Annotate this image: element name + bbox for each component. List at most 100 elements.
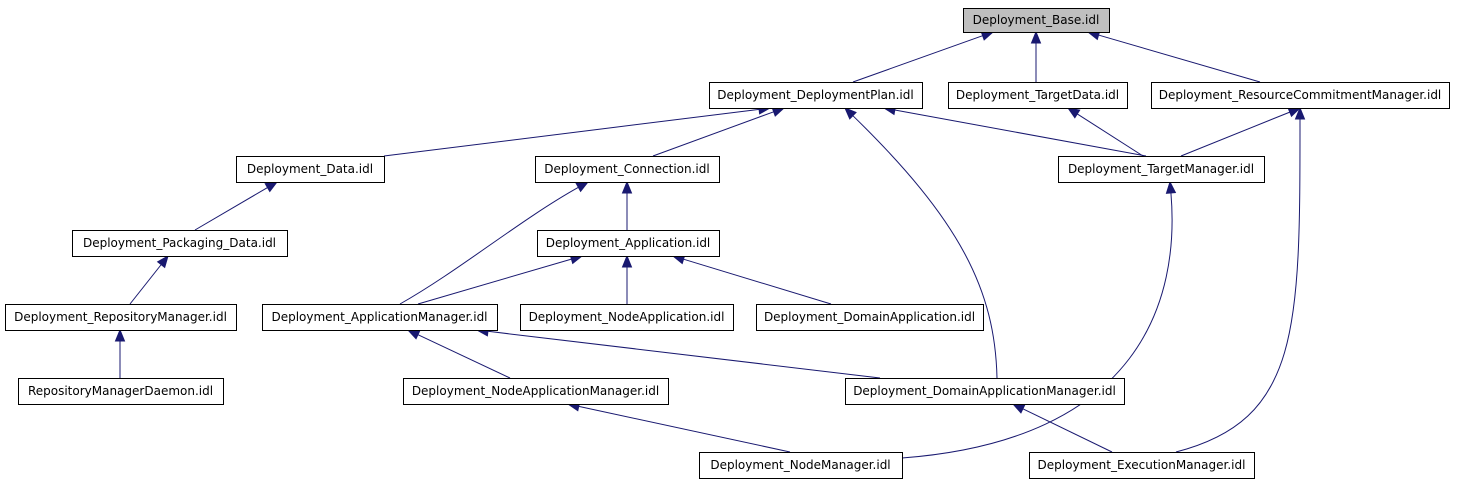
node-box: [963, 8, 1110, 33]
node-am[interactable]: Deployment_ApplicationManager.idl: [262, 304, 498, 331]
node-label: Deployment_NodeApplicationManager.idl: [412, 384, 659, 398]
edge-data-to-plan: [383, 104, 772, 157]
node-label: Deployment_ExecutionManager.idl: [1038, 458, 1246, 472]
edge-em-to-rcm: [1175, 106, 1306, 453]
node-dam[interactable]: Deployment_DomainApplicationManager.idl: [845, 378, 1125, 405]
edge-tm-to-plan: [882, 104, 1147, 157]
edge-line: [578, 405, 791, 453]
node-box: [1029, 452, 1255, 479]
edge-am-to-app: [417, 254, 584, 305]
edge-target-to-base: [1030, 30, 1042, 82]
node-label: Deployment_DomainApplicationManager.idl: [853, 384, 1116, 398]
edge-line: [129, 264, 162, 305]
edge-repo-to-pkg: [129, 254, 169, 305]
node-na[interactable]: Deployment_NodeApplication.idl: [520, 304, 734, 331]
node-label: Deployment_DeploymentPlan.idl: [717, 88, 913, 102]
node-app[interactable]: Deployment_Application.idl: [537, 230, 720, 257]
edge-app-to-conn: [621, 180, 633, 230]
edge-rmd-to-repo: [114, 328, 126, 378]
node-box: [845, 378, 1125, 405]
edge-dam-to-plan-arrowhead: [844, 107, 857, 120]
edge-line: [383, 108, 760, 157]
edge-rmd-to-repo-arrowhead: [114, 328, 126, 342]
edge-repo-to-pkg-arrowhead: [156, 254, 169, 269]
node-box: [18, 378, 224, 405]
edge-line: [1180, 111, 1290, 157]
node-label: Deployment_TargetData.idl: [956, 88, 1119, 102]
edge-em-to-rcm-arrowhead: [1294, 106, 1306, 120]
edge-line: [894, 109, 1147, 157]
edge-am-to-conn-arrowhead: [575, 181, 590, 193]
node-label: Deployment_DomainApplication.idl: [764, 310, 975, 324]
edge-line: [1022, 408, 1113, 453]
node-data[interactable]: Deployment_Data.idl: [236, 156, 385, 183]
edge-plan-to-base: [852, 30, 995, 83]
node-target[interactable]: Deployment_TargetData.idl: [948, 82, 1128, 109]
edge-line: [1077, 113, 1144, 157]
node-label: Deployment_Application.idl: [546, 236, 711, 250]
node-box: [709, 82, 923, 109]
node-nm[interactable]: Deployment_NodeManager.idl: [699, 452, 903, 479]
node-label: RepositoryManagerDaemon.idl: [28, 384, 213, 398]
node-rcm[interactable]: Deployment_ResourceCommitmentManager.idl: [1151, 82, 1450, 109]
node-label: Deployment_ResourceCommitmentManager.idl: [1159, 88, 1442, 102]
node-box: [262, 304, 498, 331]
node-label: Deployment_NodeManager.idl: [710, 458, 890, 472]
node-base[interactable]: Deployment_Base.idl: [963, 8, 1110, 33]
node-repo[interactable]: Deployment_RepositoryManager.idl: [5, 304, 237, 331]
edge-nam-to-am-arrowhead: [406, 329, 421, 340]
edge-line: [852, 35, 983, 83]
node-tm[interactable]: Deployment_TargetManager.idl: [1058, 156, 1265, 183]
node-pkg[interactable]: Deployment_Packaging_Data.idl: [72, 230, 288, 257]
node-da[interactable]: Deployment_DomainApplication.idl: [756, 304, 984, 331]
edge-tm-to-target: [1066, 107, 1144, 157]
node-em[interactable]: Deployment_ExecutionManager.idl: [1029, 452, 1255, 479]
edge-line: [399, 186, 579, 305]
node-label: Deployment_TargetManager.idl: [1068, 162, 1254, 176]
node-label: Deployment_Packaging_Data.idl: [83, 236, 276, 250]
edge-target-to-base-arrowhead: [1030, 30, 1042, 44]
edge-pkg-to-data-arrowhead: [264, 181, 279, 193]
node-box: [1058, 156, 1265, 183]
edge-line: [683, 258, 832, 305]
edge-dam-to-am: [475, 326, 881, 379]
node-nam[interactable]: Deployment_NodeApplicationManager.idl: [403, 378, 669, 405]
edge-app-to-conn-arrowhead: [621, 180, 633, 194]
node-box: [699, 452, 903, 479]
node-box: [948, 82, 1128, 109]
edge-em-to-dam: [1011, 403, 1113, 453]
node-label: Deployment_Data.idl: [247, 162, 373, 176]
edge-line: [652, 111, 774, 157]
edge-na-to-app-arrowhead: [621, 254, 633, 268]
node-box: [537, 230, 720, 257]
edge-da-to-app: [671, 254, 832, 305]
edge-line: [417, 258, 572, 305]
edge-na-to-app: [621, 254, 633, 304]
nodes-layer: Deployment_Base.idlDeployment_Deployment…: [5, 8, 1450, 479]
node-label: Deployment_ApplicationManager.idl: [271, 310, 487, 324]
node-box: [1151, 82, 1450, 109]
node-box: [72, 230, 288, 257]
node-plan[interactable]: Deployment_DeploymentPlan.idl: [709, 82, 923, 109]
edge-line: [852, 115, 998, 379]
node-box: [520, 304, 734, 331]
edge-rcm-to-base: [1086, 30, 1261, 83]
edge-nm-to-nam: [566, 401, 791, 453]
node-box: [756, 304, 984, 331]
node-label: Deployment_Base.idl: [973, 13, 1100, 27]
node-label: Deployment_Connection.idl: [544, 162, 709, 176]
node-box: [535, 156, 720, 183]
edge-line: [1098, 34, 1261, 83]
edge-nm-to-tm-arrowhead: [1165, 180, 1177, 194]
node-conn[interactable]: Deployment_Connection.idl: [535, 156, 720, 183]
edge-line: [487, 330, 881, 379]
edge-line: [1175, 118, 1301, 453]
edge-nm-to-tm: [901, 180, 1177, 459]
edge-em-to-dam-arrowhead: [1011, 403, 1026, 414]
node-label: Deployment_NodeApplication.idl: [529, 310, 725, 324]
node-rmd[interactable]: RepositoryManagerDaemon.idl: [18, 378, 224, 405]
node-box: [5, 304, 237, 331]
edge-tm-to-target-arrowhead: [1066, 107, 1081, 119]
edge-line: [417, 334, 511, 379]
